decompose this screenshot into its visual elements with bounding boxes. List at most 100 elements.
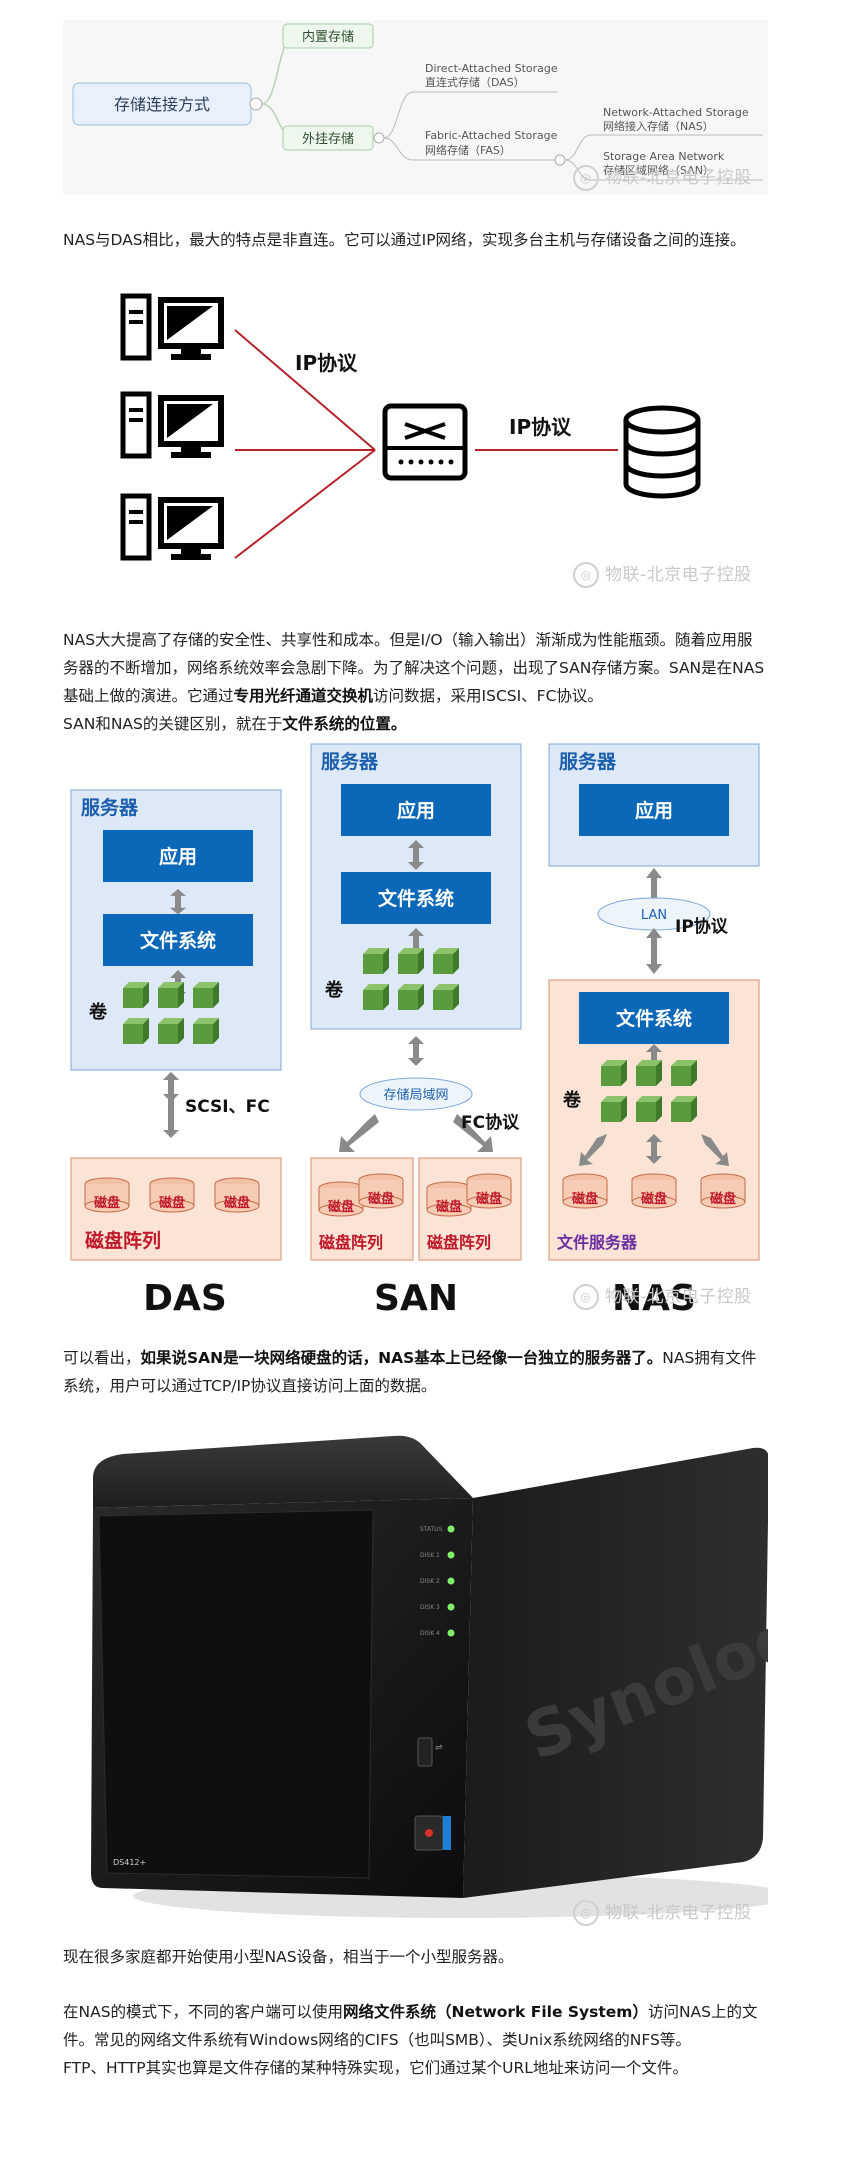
bold-fs-location: 文件系统的位置。 — [282, 715, 407, 733]
device-model: DS412+ — [113, 1858, 146, 1867]
das-fs-label: 文件系统 — [140, 929, 216, 952]
svg-text:DISK 4: DISK 4 — [420, 1630, 440, 1637]
weibo-icon: ◎ — [573, 1284, 599, 1310]
san-disk-label-4: 磁盘 — [476, 1191, 502, 1207]
bold-nfs: 网络文件系统（Network File System） — [343, 2003, 648, 2021]
copy-button — [443, 1816, 451, 1850]
mindmap-nas-en: Network-Attached Storage — [603, 106, 749, 119]
nas-app-box — [579, 784, 729, 836]
nas-volume-label: 卷 — [562, 1089, 582, 1111]
das-link-label: SCSI、FC — [185, 1097, 270, 1117]
das-array-label: 磁盘阵列 — [85, 1229, 161, 1252]
san-disk-label-2: 磁盘 — [368, 1191, 394, 1207]
nas-file-server-label: 文件服务器 — [557, 1233, 638, 1252]
nas-ip-label: IP协议 — [675, 916, 729, 937]
title-das: DAS — [143, 1278, 227, 1319]
nas-disk-label-1: 磁盘 — [572, 1191, 598, 1207]
nas-disk-label-3: 磁盘 — [710, 1191, 736, 1207]
mindmap-nas-cn: 网络接入存储（NAS） — [603, 119, 714, 133]
san-array-label-1: 磁盘阵列 — [319, 1233, 383, 1252]
paragraph-5: 在NAS的模式下，不同的客户端可以使用网络文件系统（Network File S… — [63, 2003, 758, 2077]
computer-icon-1 — [120, 293, 224, 361]
mindmap-das-cn: 直连式存储（DAS） — [425, 75, 525, 89]
san-app-box — [341, 784, 491, 836]
lan-label: LAN — [641, 908, 667, 923]
das-fs-box — [103, 914, 253, 966]
san-network-label: 存储局域网 — [383, 1088, 448, 1103]
device-top — [93, 1435, 473, 1508]
san-app-label: 应用 — [397, 799, 435, 822]
weibo-icon: ◎ — [573, 165, 599, 191]
san-disk-label-1: 磁盘 — [328, 1199, 354, 1215]
mindmap-external-box — [282, 125, 374, 151]
bold-san-nas: 如果说SAN是一块网络硬盘的话，NAS基本上已经像一台独立的服务器了。 — [140, 1349, 663, 1367]
mindmap-external: 外挂存储 — [302, 132, 354, 147]
san-volume-label: 卷 — [324, 979, 344, 1001]
mindmap-root: 存储连接方式 — [114, 95, 210, 114]
architecture-diagram: 服务器 应用 文件系统 卷 SCSI、FC 磁盘 磁盘 磁盘 磁盘阵列 服务器 … — [63, 742, 768, 1322]
nas-device-svg: DS412+ STATUS DISK 1 DISK 2 DISK 3 DISK … — [91, 1435, 850, 1918]
mindmap-internal-box — [282, 23, 374, 49]
paragraph-1: NAS与DAS相比，最大的特点是非直连。它可以通过IP网络，实现多台主机与存储设… — [63, 231, 746, 249]
database-icon — [623, 405, 701, 499]
mindmap-das-en: Direct-Attached Storage — [425, 62, 558, 75]
san-proto-label: FC协议 — [461, 1112, 520, 1133]
san-array-label-2: 磁盘阵列 — [427, 1233, 491, 1252]
mindmap-fas-cn: 网络存储（FAS） — [425, 143, 511, 157]
ip-label-right: IP协议 — [509, 415, 572, 439]
watermark: ◎物联-北京电子控股 — [573, 560, 752, 588]
paragraph-4: 现在很多家庭都开始使用小型NAS设备，相当于一个小型服务器。 — [63, 1948, 514, 1966]
svg-text:DISK 1: DISK 1 — [420, 1552, 440, 1559]
switch-icon — [382, 403, 468, 481]
svg-text:STATUS: STATUS — [420, 1526, 443, 1533]
network-diagram: IP协议 IP协议 ◎物联-北京电子控股 — [63, 290, 768, 590]
das-server-label: 服务器 — [81, 796, 139, 819]
das-disk-label-2: 磁盘 — [159, 1195, 185, 1211]
san-network-ellipse — [359, 1077, 473, 1111]
san-fs-label: 文件系统 — [378, 887, 454, 910]
usb-port — [417, 1737, 433, 1767]
architecture-svg: 服务器 应用 文件系统 卷 SCSI、FC 磁盘 磁盘 磁盘 磁盘阵列 服务器 … — [70, 743, 760, 1319]
computer-icon-2 — [120, 391, 224, 459]
watermark: ◎物联-北京电子控股 — [573, 163, 752, 191]
svg-text:DISK 2: DISK 2 — [420, 1578, 440, 1585]
nas-fs-box — [579, 992, 729, 1044]
nas-disk-label-2: 磁盘 — [641, 1191, 667, 1207]
das-app-box — [103, 830, 253, 882]
computer-icon-3 — [120, 493, 224, 561]
san-fs-box — [341, 872, 491, 924]
title-nas: NAS — [612, 1278, 696, 1319]
title-san: SAN — [374, 1278, 458, 1319]
nas-app-label: 应用 — [635, 799, 673, 822]
svg-text:DISK 3: DISK 3 — [420, 1604, 440, 1611]
power-icon — [425, 1829, 433, 1837]
usb-icon: ⇌ — [435, 1743, 443, 1753]
weibo-icon: ◎ — [573, 562, 599, 588]
san-server-label: 服务器 — [321, 750, 379, 773]
mindmap-fas-en: Fabric-Attached Storage — [425, 129, 558, 142]
san-disk-label-3: 磁盘 — [436, 1199, 462, 1215]
das-disk-label-1: 磁盘 — [94, 1195, 120, 1211]
status-leds: STATUS DISK 1 DISK 2 DISK 3 DISK 4 — [420, 1525, 455, 1637]
device-door — [98, 1509, 374, 1879]
paragraph-3: 可以看出，如果说SAN是一块网络硬盘的话，NAS基本上已经像一台独立的服务器了。… — [63, 1349, 757, 1395]
das-disk-label-3: 磁盘 — [224, 1195, 250, 1211]
network-diagram-svg: IP协议 IP协议 — [120, 293, 701, 561]
watermark: ◎物联-北京电子控股 — [573, 1282, 752, 1310]
mindmap-san-cn: 存储区域网络（SAN） — [603, 163, 714, 177]
nas-server-label: 服务器 — [559, 750, 617, 773]
das-app-label: 应用 — [159, 845, 197, 868]
device-side — [463, 1447, 769, 1898]
nas-fs-label: 文件系统 — [616, 1007, 692, 1030]
bold-switch: 专用光纤通道交换机 — [233, 687, 374, 705]
mindmap-svg: 存储连接方式 内置存储 外挂存储 Direct-Attached Storage… — [72, 23, 763, 181]
ip-label-left: IP协议 — [295, 351, 358, 375]
das-volume-label: 卷 — [88, 1001, 108, 1023]
paragraph-2: NAS大大提高了存储的安全性、共享性和成本。但是I/O（输入输出）渐渐成为性能瓶… — [63, 631, 765, 733]
mindmap-internal: 内置存储 — [302, 29, 354, 45]
nas-device-photo: DS412+ STATUS DISK 1 DISK 2 DISK 3 DISK … — [63, 1418, 850, 1938]
watermark: ◎物联-北京电子控股 — [573, 1898, 752, 1926]
mindmap-san-en: Storage Area Network — [603, 150, 725, 163]
weibo-icon: ◎ — [573, 1900, 599, 1926]
mindmap: 存储连接方式 内置存储 外挂存储 Direct-Attached Storage… — [63, 20, 768, 195]
